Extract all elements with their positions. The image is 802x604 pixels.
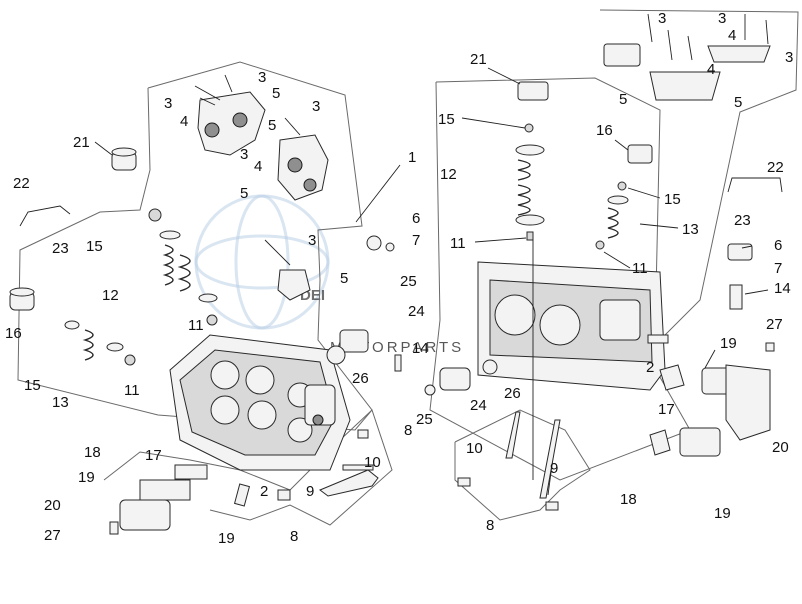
callout-14: 14: [412, 340, 429, 357]
callout-9: 9: [550, 460, 558, 477]
callout-21: 21: [470, 51, 487, 68]
callout-3: 3: [164, 95, 172, 112]
callout-7: 7: [774, 260, 782, 277]
callout-leaders: [94, 67, 769, 369]
callout-4: 4: [180, 113, 188, 130]
callout-10: 10: [466, 440, 483, 457]
callout-15: 15: [86, 238, 103, 255]
callout-22: 22: [767, 159, 784, 176]
callout-3: 3: [308, 232, 316, 249]
callout-18: 18: [84, 444, 101, 461]
callout-19: 19: [78, 469, 95, 486]
left-valve-train: [64, 208, 218, 366]
callout-9: 9: [306, 483, 314, 500]
callout-24: 24: [470, 397, 487, 414]
callout-11: 11: [450, 235, 466, 252]
callout-11: 11: [124, 382, 140, 399]
callout-4: 4: [254, 158, 262, 175]
callout-1: 1: [408, 149, 416, 166]
callout-25: 25: [400, 273, 417, 290]
callout-18: 18: [620, 491, 637, 508]
callout-20: 20: [44, 497, 61, 514]
callout-5: 5: [734, 94, 742, 111]
callout-13: 13: [682, 221, 699, 238]
callout-11: 11: [188, 317, 204, 334]
callout-3: 3: [240, 146, 248, 163]
callout-15: 15: [24, 377, 41, 394]
callout-27: 27: [44, 527, 61, 544]
watermark: DEI MOTORPARTS: [194, 194, 461, 356]
callout-23: 23: [734, 212, 751, 229]
callout-23: 23: [52, 240, 69, 257]
callout-14: 14: [774, 280, 791, 297]
callout-3: 3: [718, 10, 726, 27]
callout-5: 5: [340, 270, 348, 287]
callout-8: 8: [290, 528, 298, 545]
callout-labels: 3 3 3 4 5 3 4 5 5 21 22 23 15 12 11 16 1…: [5, 10, 793, 547]
callout-4: 4: [707, 61, 715, 78]
callout-19: 19: [218, 530, 235, 547]
callout-19: 19: [720, 335, 737, 352]
callout-6: 6: [412, 210, 420, 227]
callout-2: 2: [260, 483, 268, 500]
callout-26: 26: [352, 370, 369, 387]
callout-5: 5: [268, 117, 276, 134]
callout-10: 10: [364, 454, 381, 471]
callout-25: 25: [416, 411, 433, 428]
callout-12: 12: [102, 287, 119, 304]
callout-22: 22: [13, 175, 30, 192]
callout-15: 15: [664, 191, 681, 208]
right-valve-train: [505, 81, 653, 499]
callout-19: 19: [714, 505, 731, 522]
callout-7: 7: [412, 232, 420, 249]
callout-8: 8: [404, 422, 412, 439]
callout-21: 21: [73, 134, 90, 151]
callout-3: 3: [658, 10, 666, 27]
left-cam-caps: [194, 74, 329, 301]
callout-16: 16: [5, 325, 22, 342]
callout-11: 11: [632, 260, 648, 277]
right-cam-caps: [603, 13, 771, 101]
callout-2: 2: [646, 359, 654, 376]
callout-8: 8: [486, 517, 494, 534]
callout-27: 27: [766, 316, 783, 333]
left-cylinder-head: [169, 334, 351, 471]
callout-20: 20: [772, 439, 789, 456]
callout-6: 6: [774, 237, 782, 254]
callout-26: 26: [504, 385, 521, 402]
right-cylinder-head: [477, 261, 666, 391]
callout-3: 3: [312, 98, 320, 115]
callout-5: 5: [619, 91, 627, 108]
callout-13: 13: [52, 394, 69, 411]
callout-4: 4: [728, 27, 736, 44]
callout-3: 3: [785, 49, 793, 66]
callout-5: 5: [272, 85, 280, 102]
callout-3: 3: [258, 69, 266, 86]
middle-parts: [9, 147, 402, 535]
callout-12: 12: [440, 166, 457, 183]
callout-17: 17: [658, 401, 675, 418]
right-side-parts: [424, 177, 783, 511]
callout-15: 15: [438, 111, 455, 128]
callout-17: 17: [145, 447, 162, 464]
callout-24: 24: [408, 303, 425, 320]
callout-5: 5: [240, 185, 248, 202]
callout-16: 16: [596, 122, 613, 139]
